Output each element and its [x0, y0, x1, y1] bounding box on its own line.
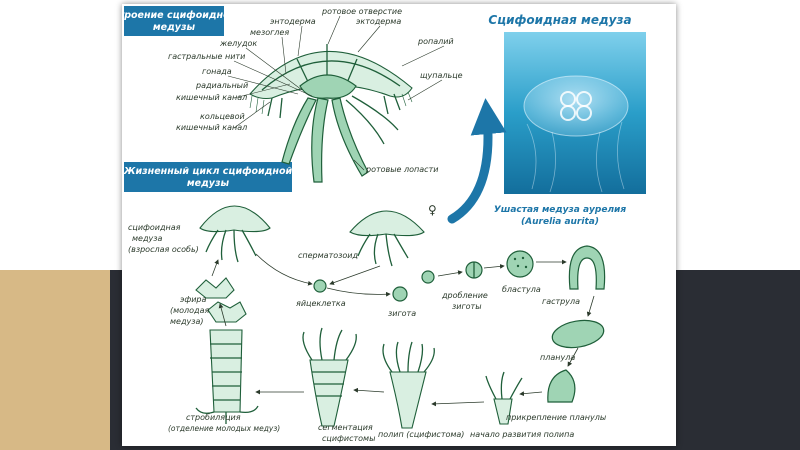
egg-cell: [313, 279, 327, 293]
cycle-return-arrow: [447, 98, 507, 224]
lifecycle-arrows: [211, 253, 595, 407]
label-rhopalium: ропалий: [417, 37, 454, 46]
zygote-cell: [392, 286, 408, 302]
label-radial-canal-1: радиальный: [195, 81, 248, 90]
label-tentacle: щупальце: [420, 71, 463, 80]
label-strobilation-1: стробиляция: [186, 413, 241, 422]
label-ephyra-1: эфира: [180, 295, 207, 304]
label-egg: яйцеклетка: [296, 299, 346, 308]
label-strobilation-2: (отделение молодых медуз): [168, 424, 280, 433]
slide: Строение сцифоидной медузы Жизненный цик…: [122, 4, 676, 446]
lifecycle-title-line2: медузы: [187, 178, 230, 189]
jellyfish-photo: Сцифоидная медуза Ушастая медуза аурелия…: [488, 13, 646, 227]
label-adult-3: (взрослая особь): [128, 245, 199, 254]
medusa-anatomy-drawing: [249, 44, 413, 183]
anatomy-labels: ротовое отверстие энтодерма эктодерма ме…: [168, 7, 463, 174]
photo-caption-line2: (Aurelia aurita): [521, 217, 599, 227]
label-stomach: желудок: [219, 39, 257, 48]
jellyfish-diagram: Строение сцифоидной медузы Жизненный цик…: [122, 6, 646, 443]
label-polyp: полип (сцифистома): [378, 430, 464, 439]
blastula: [506, 250, 534, 278]
label-cleavage-2: зиготы: [452, 302, 482, 311]
label-ephyra-3: медуза): [170, 317, 204, 326]
photo-title: Сцифоидная медуза: [488, 13, 631, 27]
label-oral-lobes: ротовые лопасти: [365, 165, 438, 174]
label-blastula: бластула: [502, 285, 541, 294]
label-ring-canal-1: кольцевой: [200, 112, 245, 121]
polyp: [389, 371, 427, 429]
label-zygote: зигота: [388, 309, 416, 318]
label-gastric-filaments: гастральные нити: [168, 52, 245, 61]
label-adult-1: сцифоидная: [128, 223, 181, 232]
label-attachment: прикрепление планулы: [506, 413, 606, 422]
label-gonad: гонада: [202, 67, 232, 76]
lifecycle-title-line1: Жизненный цикл сцифоидной: [123, 166, 293, 177]
label-ring-canal-2: кишечный канал: [176, 123, 247, 132]
label-gastrula: гаструла: [542, 297, 580, 306]
background-accent-tan: [0, 270, 110, 450]
label-cleavage-1: дробление: [441, 291, 488, 300]
lifecycle-title-box: Жизненный цикл сцифоидной медузы: [123, 162, 293, 192]
label-endoderm: энтодерма: [270, 17, 316, 26]
lifecycle-labels: сцифоидная медуза (взрослая особь) ♀ спе…: [128, 203, 606, 443]
label-segmentation-2: сцифистомы: [322, 434, 375, 443]
label-female-symbol: ♀: [428, 203, 437, 217]
label-ephyra-2: (молодая: [170, 306, 209, 315]
label-mesoglea: мезоглея: [250, 28, 289, 37]
label-sperm: сперматозоид: [298, 251, 358, 260]
photo-caption-line1: Ушастая медуза аурелия: [494, 205, 627, 215]
gastrula: [568, 245, 606, 290]
label-polyp-start: начало развития полипа: [470, 430, 574, 439]
label-planula: планула: [540, 353, 575, 362]
planula: [551, 319, 605, 349]
label-mouth-opening: ротовое отверстие: [321, 7, 402, 16]
structure-title-line1: Строение сцифоидной: [122, 10, 237, 21]
label-adult-2: медуза: [132, 234, 162, 243]
structure-title-line2: медузы: [153, 22, 196, 33]
structure-title-box: Строение сцифоидной медузы: [122, 6, 237, 36]
label-segmentation-1: сегментация: [318, 423, 373, 432]
lifecycle-drawings: [195, 205, 606, 429]
label-ectoderm: эктодерма: [356, 17, 401, 26]
label-radial-canal-2: кишечный канал: [176, 93, 247, 102]
